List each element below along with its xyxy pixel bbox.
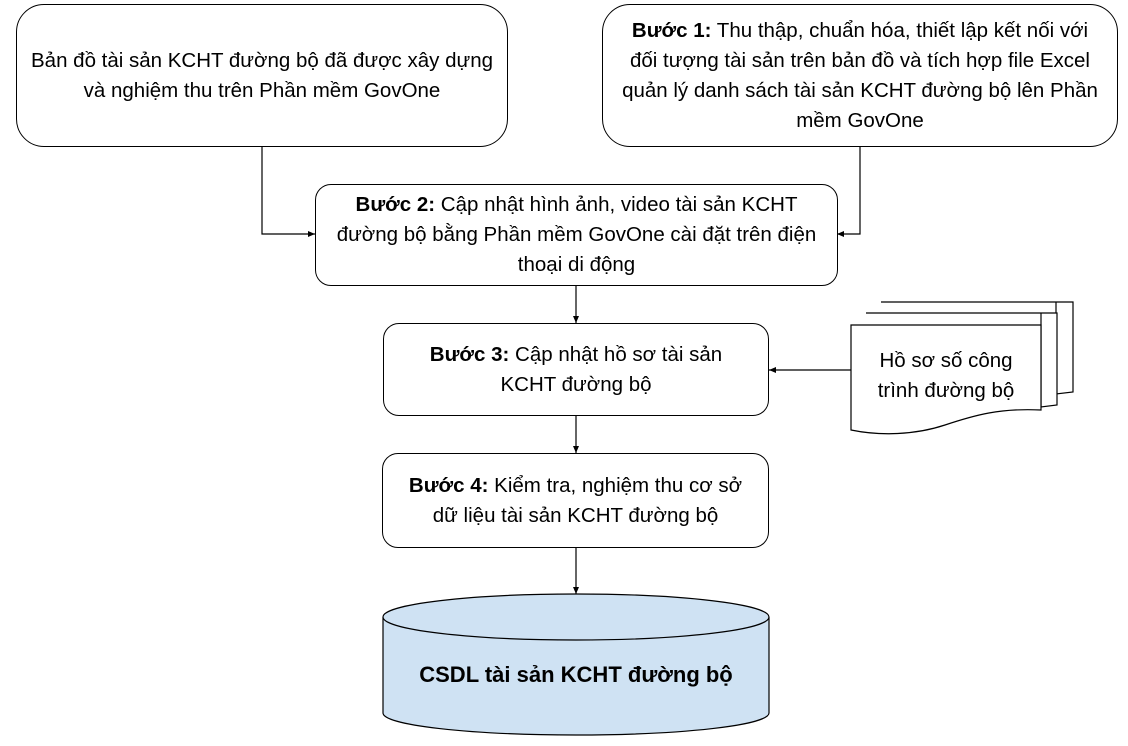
source-map-text: Bản đồ tài sản KCHT đường bộ đã được xây…	[31, 48, 493, 102]
step2-box: Bước 2: Cập nhật hình ảnh, video tài sản…	[315, 184, 838, 286]
step1-content: Bước 1: Thu thập, chuẩn hóa, thiết lập k…	[617, 16, 1103, 136]
step3-text: Cập nhật hồ sơ tài sản KCHT đường bộ	[500, 342, 723, 396]
step2-text: Cập nhật hình ảnh, video tài sản KCHT đư…	[336, 193, 817, 276]
database-label: CSDL tài sản KCHT đường bộ	[419, 662, 733, 687]
documents-label: Hồ sơ số công trình đường bộ	[877, 349, 1015, 402]
step2-content: Bước 2: Cập nhật hình ảnh, video tài sản…	[330, 190, 823, 280]
documents-shape	[850, 301, 1074, 435]
database-top	[382, 593, 770, 641]
edge-source-to-step2	[261, 146, 315, 237]
step4-box: Bước 4: Kiểm tra, nghiệm thu cơ sở dữ li…	[382, 453, 769, 548]
step4-text: Kiểm tra, nghiệm thu cơ sở dữ liệu tài s…	[432, 473, 743, 527]
step3-box: Bước 3: Cập nhật hồ sơ tài sản KCHT đườn…	[383, 323, 769, 416]
step3-label: Bước 3:	[429, 342, 510, 366]
document-page-front	[850, 324, 1042, 435]
database-shape	[382, 593, 770, 736]
edge-step1-to-step2	[837, 146, 861, 237]
step1-box: Bước 1: Thu thập, chuẩn hóa, thiết lập k…	[602, 4, 1118, 147]
source-map-box: Bản đồ tài sản KCHT đường bộ đã được xây…	[16, 4, 508, 147]
step2-label: Bước 2:	[355, 193, 436, 216]
step1-text: Thu thập, chuẩn hóa, thiết lập kết nối v…	[622, 18, 1098, 132]
step4-label: Bước 4:	[408, 473, 489, 497]
step3-content: Bước 3: Cập nhật hồ sơ tài sản KCHT đườn…	[414, 340, 738, 400]
step1-label: Bước 1:	[631, 18, 712, 42]
database-body	[382, 617, 770, 736]
step4-content: Bước 4: Kiểm tra, nghiệm thu cơ sở dữ li…	[397, 471, 754, 531]
